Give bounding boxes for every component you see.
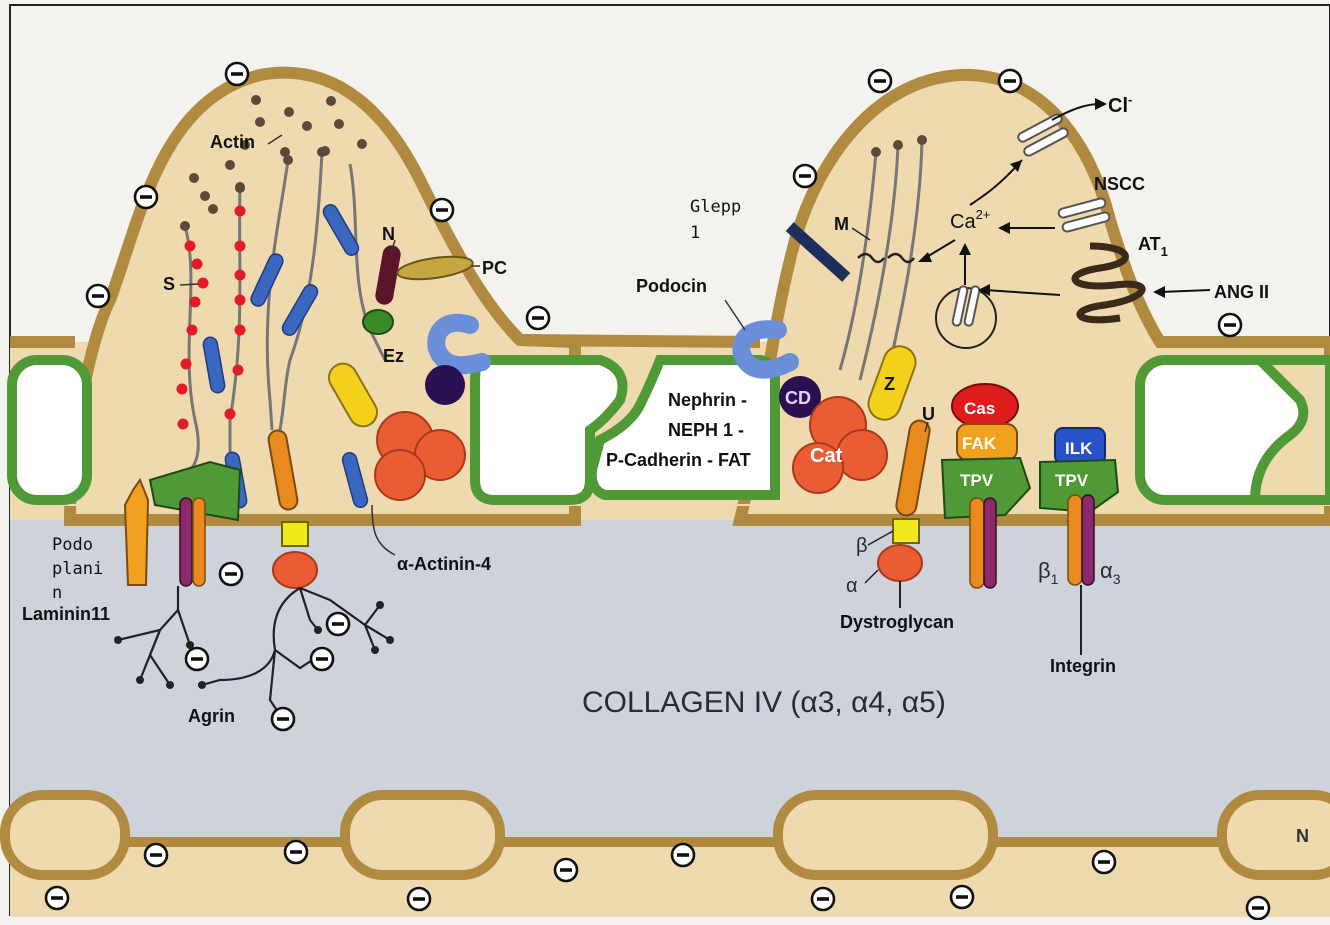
beta-dg-left [282, 522, 308, 546]
alpha-actinin-label: α-Actinin-4 [397, 554, 491, 574]
laminin-label: Laminin11 [22, 604, 110, 624]
tpv-right-label: TPV [1055, 471, 1089, 490]
alpha-dg-right [878, 545, 922, 581]
basement-membrane [10, 470, 1330, 870]
cd-label: CD [785, 388, 811, 408]
integrin-mid-alpha [984, 498, 996, 588]
glepp-label-line1: Glepp [690, 197, 741, 217]
beta-dg-right [893, 519, 919, 543]
beta-label: β [856, 535, 868, 557]
z-label: Z [884, 374, 895, 394]
at1-symbol: AT [1138, 234, 1161, 254]
podoplanin-label-line2: plani [52, 559, 103, 579]
s-label: S [163, 274, 175, 294]
integrin-label: Integrin [1050, 656, 1116, 676]
beta1-symbol: β [1038, 558, 1051, 583]
beta1-subscript: 1 [1051, 571, 1059, 587]
nephrin-label-line1: Nephrin - [668, 390, 747, 410]
m-label: M [834, 214, 849, 234]
nephrin-label-line3: P-Cadherin - FAT [606, 450, 751, 470]
cd-left [425, 365, 465, 405]
integrin-left-a [180, 498, 192, 586]
glepp-label-line2: 1 [690, 223, 700, 243]
pc-label: PC [482, 258, 507, 278]
alpha-label: α [846, 575, 858, 597]
podocin-label: Podocin [636, 276, 707, 296]
integrin-right-beta [1068, 495, 1082, 585]
alpha3-symbol: α [1100, 558, 1113, 583]
fak-label: FAK [962, 434, 997, 453]
integrin-right-alpha [1082, 495, 1094, 585]
nephrin-label-line2: NEPH 1 - [668, 420, 744, 440]
at1-subscript: 1 [1161, 244, 1168, 259]
alpha-dg-left [273, 552, 317, 588]
ilk-label: ILK [1065, 439, 1093, 458]
tpv-mid-label: TPV [960, 471, 994, 490]
cl-superscript: - [1128, 92, 1132, 107]
ca-superscript: 2+ [976, 207, 991, 222]
agrin-label: Agrin [188, 706, 235, 726]
actin-label: Actin [210, 132, 255, 152]
integrin-mid-beta [970, 498, 984, 588]
ez-protein [363, 310, 393, 334]
corner-mark: N [1296, 826, 1309, 846]
podoplanin-label-line1: Podo [52, 535, 93, 555]
endothelium-band [10, 842, 1330, 917]
cas-label: Cas [964, 399, 995, 418]
podoplanin-label-line3: n [52, 583, 62, 603]
nscc-label: NSCC [1094, 174, 1145, 194]
ca-symbol: Ca [950, 211, 976, 233]
cl-symbol: Cl [1108, 95, 1128, 117]
ez-label: Ez [383, 346, 404, 366]
integrin-left-b [193, 498, 205, 586]
n-label: N [382, 224, 395, 244]
u-label: U [922, 404, 935, 424]
alpha3-subscript: 3 [1113, 571, 1121, 587]
ang-label: ANG II [1214, 282, 1269, 302]
dystroglycan-label: Dystroglycan [840, 612, 954, 632]
cat-label: Cat [810, 445, 843, 467]
collagen-label: COLLAGEN IV (α3, α4, α5) [582, 686, 946, 719]
